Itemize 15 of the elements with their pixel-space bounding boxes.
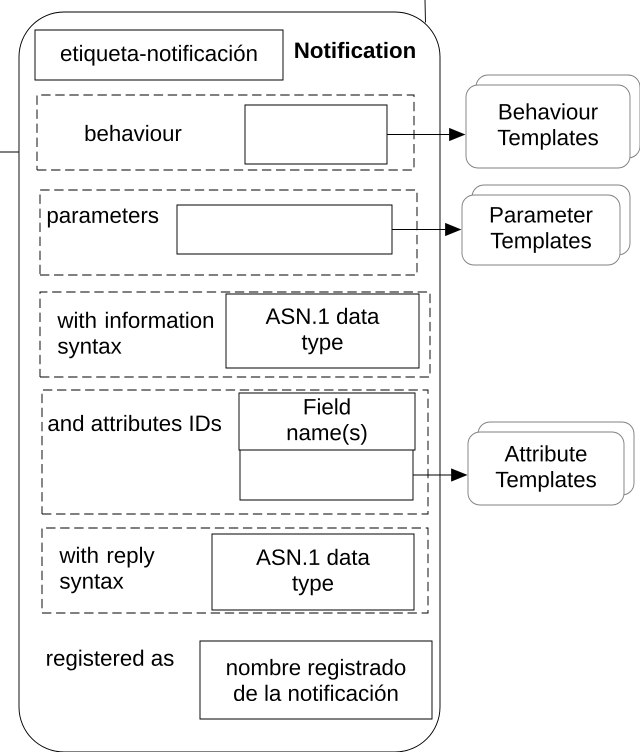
template-stack: Attribute Templates — [468, 422, 634, 506]
empty-box — [244, 104, 388, 164]
connector-line — [424, 0, 426, 23]
empty-box — [240, 450, 414, 500]
dashed-group: parameters — [40, 190, 418, 276]
dashed-group: behaviour — [36, 94, 414, 170]
label-text: registered as — [47, 650, 174, 670]
template-stack: Behaviour Templates — [466, 74, 640, 168]
type-box: ASN.1 data type — [212, 534, 414, 610]
name-box: nombre registrado de la notificación — [200, 640, 432, 720]
empty-box — [176, 204, 392, 254]
template-stack: Parameter Templates — [462, 184, 630, 266]
type-box: ASN.1 data type — [226, 294, 420, 368]
field-box: Field name(s) — [238, 392, 416, 450]
tag-box: etiqueta-notificación — [34, 30, 284, 80]
